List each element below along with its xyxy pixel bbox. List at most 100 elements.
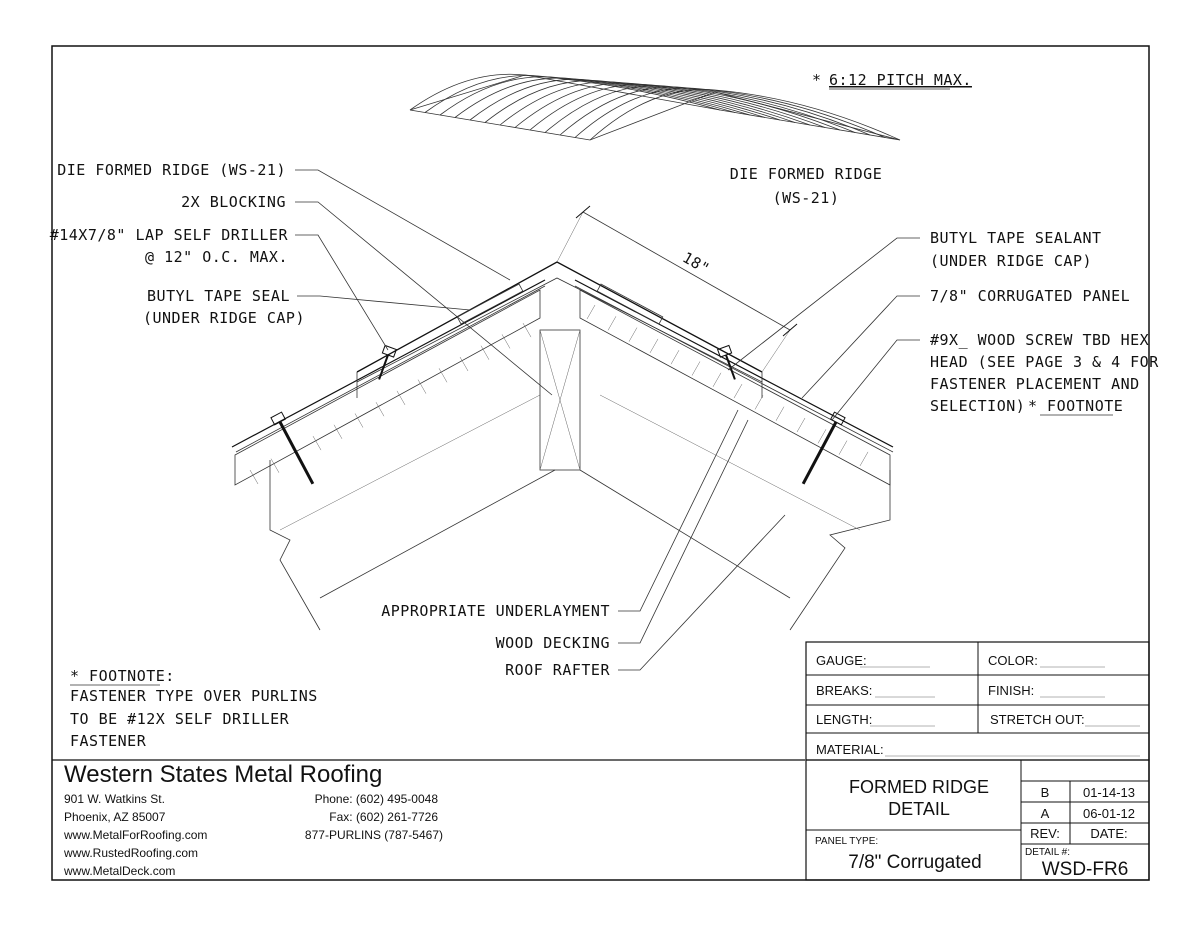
leader-underlayment [618,409,739,612]
footnote-title: * FOOTNOTE: [70,667,175,685]
hatch-mark [375,402,385,417]
title-rev-block [805,759,1150,881]
panel-type-value: 7/8" Corrugated [848,852,982,873]
footnote-line3: FASTENER [70,732,147,750]
lap-screw-right [716,344,736,380]
footnote: * FOOTNOTE: FASTENER TYPE OVER PURLINS T… [70,667,318,750]
callout-butyl-seal: BUTYL TAPE SEAL [147,287,290,305]
rev-b: B [1041,785,1050,800]
panel-left-2 [235,285,546,453]
hatch-mark [691,361,701,376]
hatch-mark [838,440,848,455]
callout-corrugated-panel: 7/8" CORRUGATED PANEL [930,287,1130,305]
rafter-bottom-left [319,469,556,599]
perspective-ridge-sketch [409,73,901,141]
panel-type-label: PANEL TYPE: [815,836,878,847]
detail-title-line1: FORMED RIDGE [849,777,989,797]
company-tollfree: 877-PURLINS (787-5467) [305,828,443,842]
callout-footnote-ref: * FOOTNOTE [1028,397,1123,415]
blocking [539,329,581,471]
hatch-mark [586,304,596,320]
callout-wood-screw-1: #9X_ WOOD SCREW TBD HEX [930,331,1149,349]
pitch-note: 6:12 PITCH MAX. [829,71,972,89]
leader-roof-rafter [618,514,786,671]
pitch-note-star: * [812,71,822,89]
detail-title-line2: DETAIL [888,799,950,819]
leader-die-formed-ridge [295,169,511,281]
rev-a-date: 06-01-12 [1083,806,1135,821]
dimension-text: 18" [679,248,713,278]
callout-die-formed-ridge: DIE FORMED RIDGE (WS-21) [57,161,286,179]
leader-corrugated-panel [801,295,920,399]
detail-number-label: DETAIL #: [1025,847,1070,858]
callout-wood-decking: WOOD DECKING [496,634,610,652]
leader-butyl-sealant [727,237,920,371]
rafter-bottom-right [579,469,791,599]
hatch-mark [417,379,427,394]
spec-gauge: GAUGE: [816,653,867,668]
lap-screw-left [378,344,398,380]
callout-wood-screw-3: FASTENER PLACEMENT AND [930,375,1140,393]
callout-butyl-sealant-note: (UNDER RIDGE CAP) [930,252,1092,270]
bottom-callouts: APPROPRIATE UNDERLAYMENT WOOD DECKING RO… [381,409,786,679]
spec-length: LENGTH: [816,712,872,727]
hatch-mark [480,345,490,360]
spec-stretch-out: STRETCH OUT: [990,712,1085,727]
dimension-line [582,211,791,331]
leader-lap-driller [295,234,389,351]
spec-color: COLOR: [988,653,1038,668]
perspective-label-line2: (WS-21) [773,189,840,207]
callout-butyl-seal-note: (UNDER RIDGE CAP) [143,309,305,327]
sheet-border [51,45,1150,881]
company-web3: www.MetalDeck.com [63,864,175,878]
hatch-mark [670,350,680,365]
company-name: Western States Metal Roofing [64,761,382,788]
ridge-cap-inner [356,277,763,383]
hatch-mark [459,356,469,372]
callout-wood-screw-2: HEAD (SEE PAGE 3 & 4 FOR [930,353,1159,371]
dimension-ext-left [556,211,584,263]
date-header: DATE: [1090,826,1127,841]
hatch-mark [775,406,785,421]
leader-wood-screw [831,339,920,421]
ridge-sketch-outline [409,74,901,141]
dimension-tick-left [575,205,591,219]
company-web1: www.MetalForRoofing.com [63,828,207,842]
left-callouts: DIE FORMED RIDGE (WS-21) 2X BLOCKING #14… [50,161,553,396]
leader-wood-decking [618,419,749,644]
company-fax: Fax: (602) 261-7726 [329,810,438,824]
hatch-mark [333,424,343,439]
company-address2: Phoenix, AZ 85007 [64,810,166,824]
spec-material: MATERIAL: [816,742,884,757]
dimension-tick-right [782,323,798,337]
hatch-mark [270,458,280,473]
hatch-mark [249,469,259,485]
perspective-label-line1: DIE FORMED RIDGE [730,165,883,183]
company-phone: Phone: (602) 495-0048 [315,792,439,806]
title-block: Western States Metal Roofing 901 W. Watk… [52,641,1150,881]
corrugation-line [529,83,841,131]
right-callouts: BUTYL TAPE SEALANT (UNDER RIDGE CAP) 7/8… [727,229,1159,421]
decking-left [234,289,541,486]
hatch-mark [733,383,743,399]
ridge-cap [356,261,763,373]
hatch-mark [312,435,322,451]
ridge-section: 18" [231,205,894,631]
corrugation-line [514,82,826,128]
callout-lap-driller-spacing: @ 12" O.C. MAX. [145,248,288,266]
hatch-mark [501,334,511,349]
hatch-mark [396,390,406,406]
footnote-line2: TO BE #12X SELF DRILLER [70,710,290,728]
hatch-mark [796,417,806,433]
footnote-line1: FASTENER TYPE OVER PURLINS [70,687,318,705]
company-address1: 901 W. Watkins St. [64,792,165,806]
hatch-mark [628,327,638,342]
corrugation-line [499,81,811,126]
wood-screw-left [270,411,315,485]
hatch-mark [817,429,827,444]
hatch-mark [607,316,617,331]
callout-lap-driller: #14X7/8" LAP SELF DRILLER [50,226,289,244]
corrugation-line [559,86,871,136]
callout-underlayment: APPROPRIATE UNDERLAYMENT [381,602,610,620]
